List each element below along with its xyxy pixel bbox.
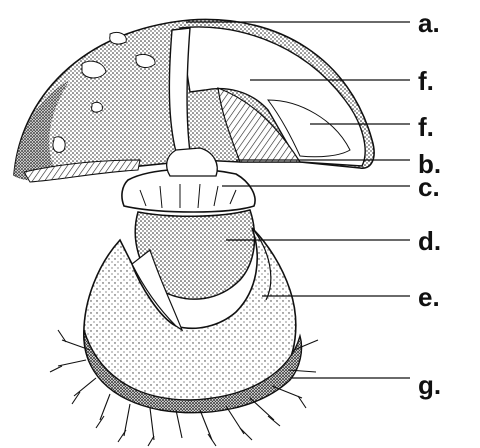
label-d: d. [418, 228, 441, 254]
label-c: c. [418, 174, 440, 200]
cap-wart [110, 32, 127, 44]
label-a: a. [418, 10, 440, 36]
cap-wart [92, 102, 103, 112]
label-g: g. [418, 372, 441, 398]
label-e: e. [418, 284, 440, 310]
cap-wart [53, 137, 65, 153]
label-f-upper: f. [418, 68, 434, 94]
label-f-lower: f. [418, 114, 434, 140]
